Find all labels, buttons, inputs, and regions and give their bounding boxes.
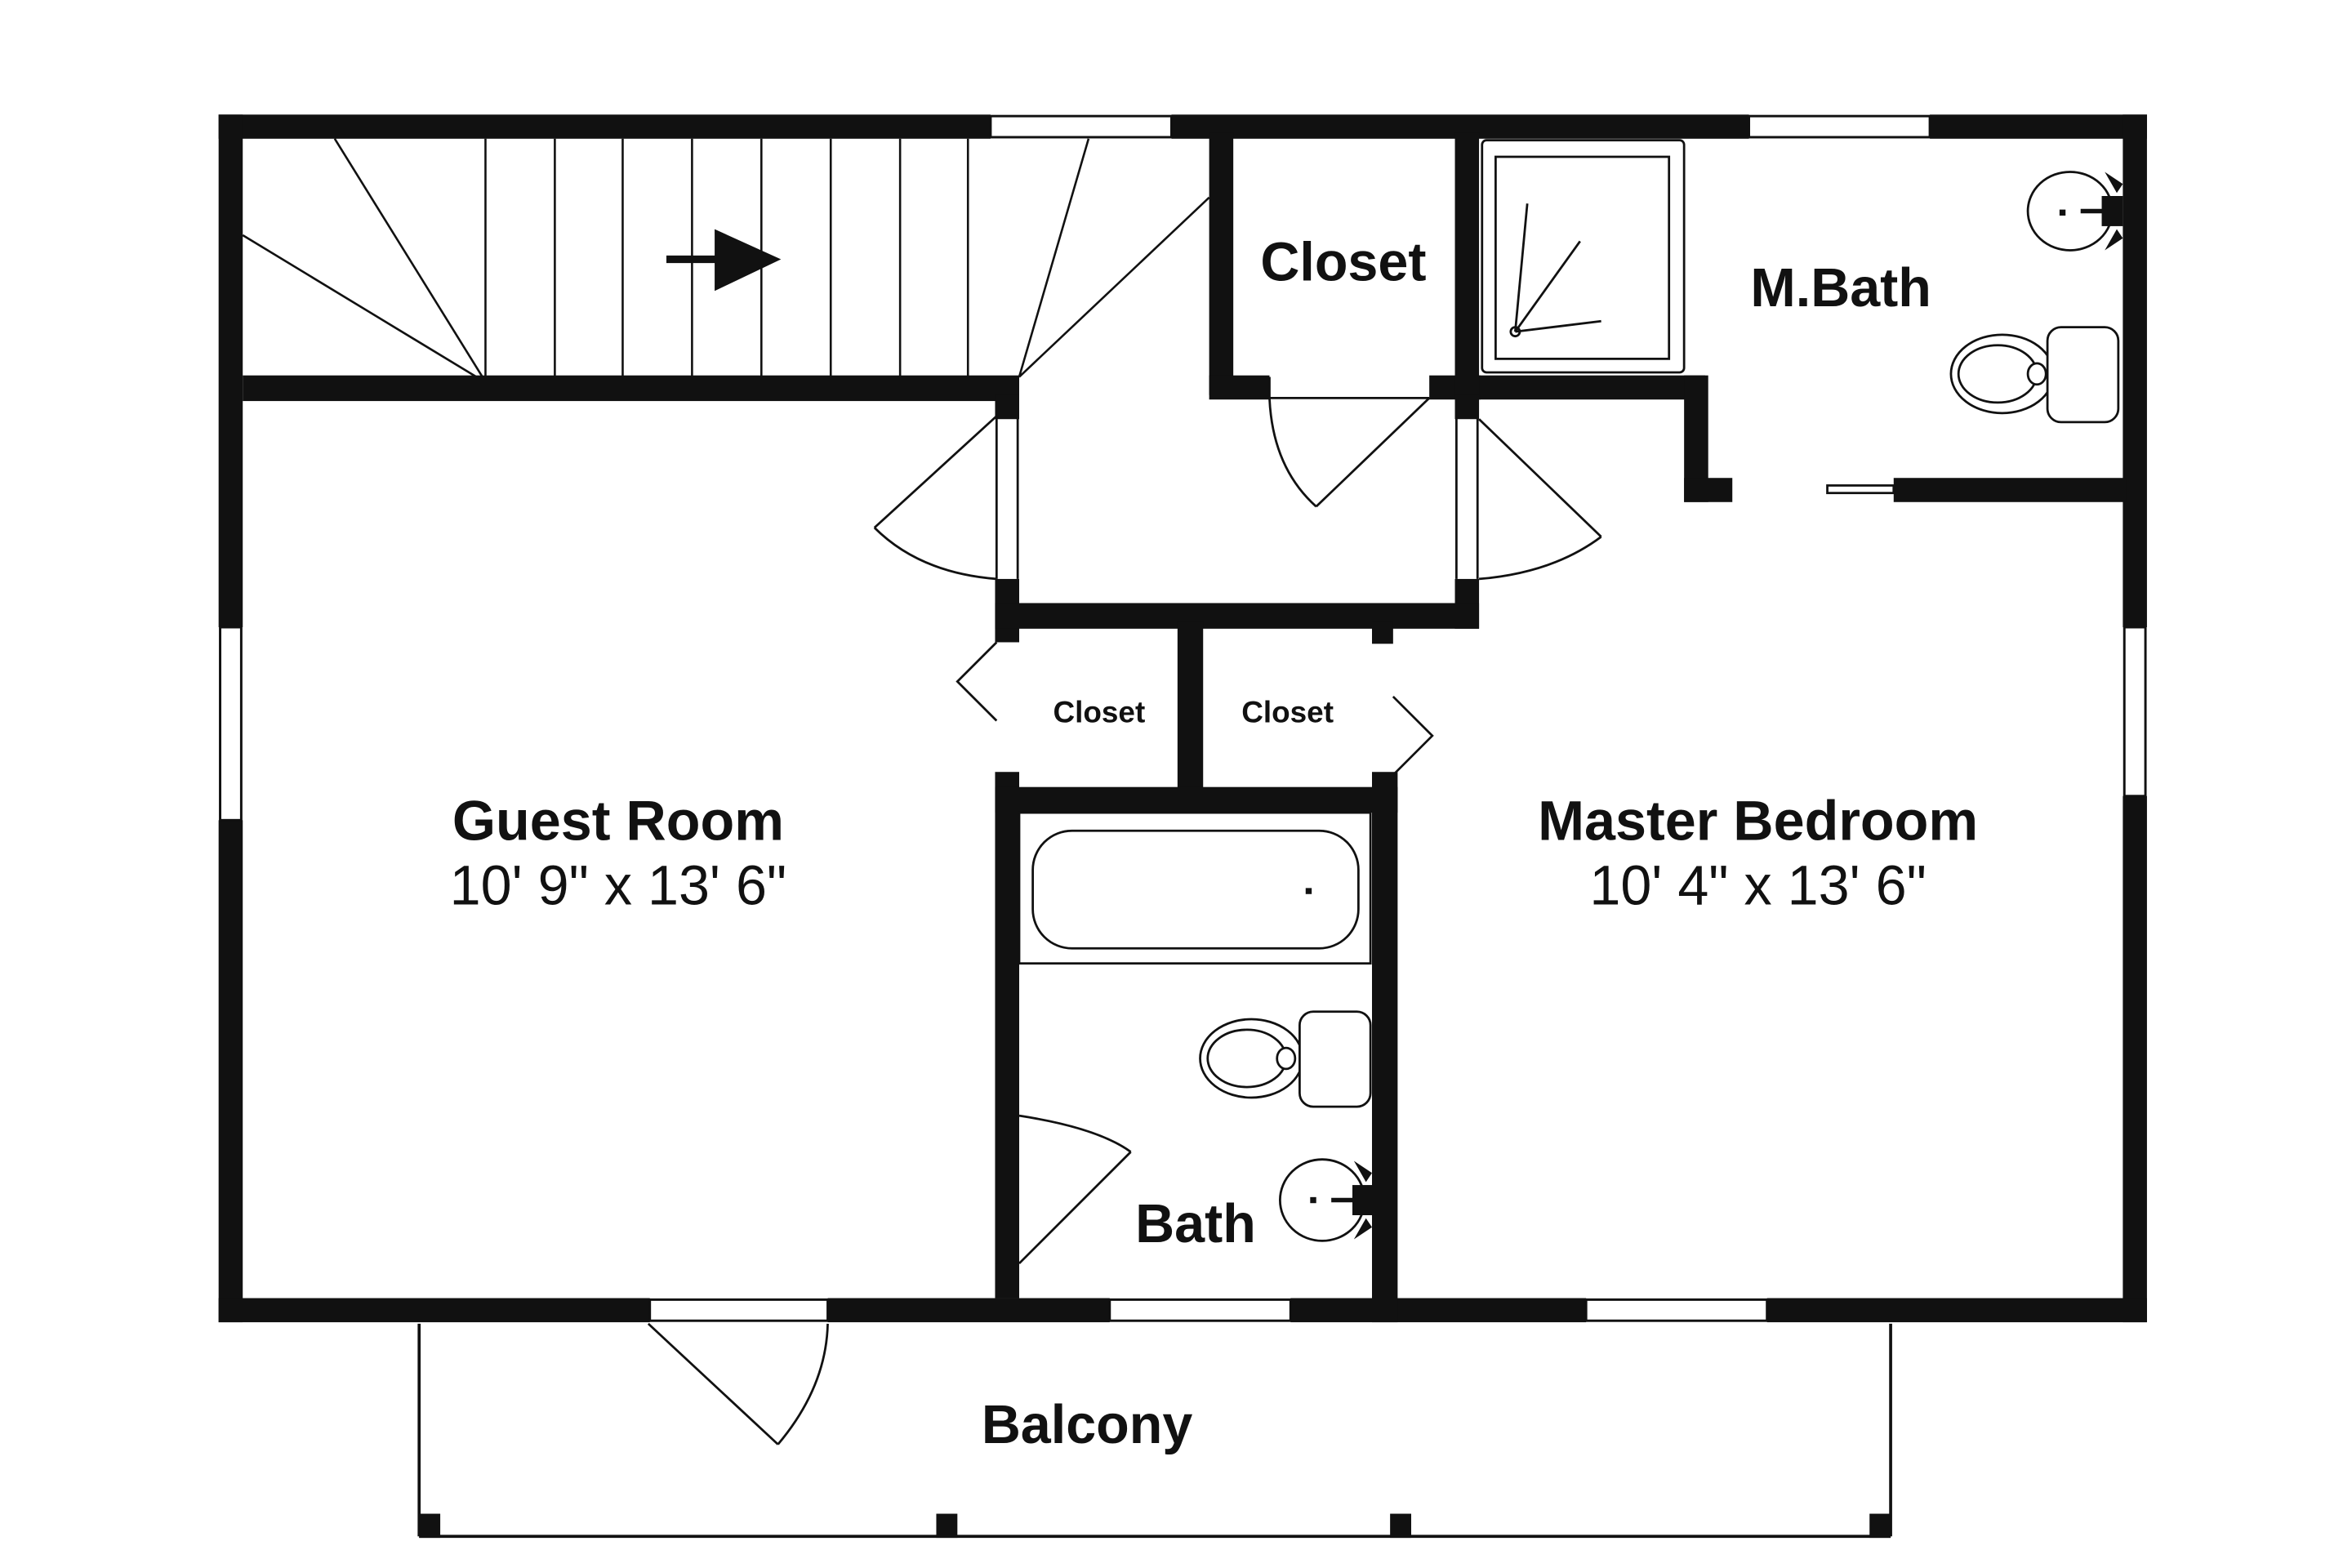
toilet-icon	[1949, 326, 2120, 424]
room-label-hall-closet-left: Closet	[1053, 695, 1145, 728]
room-size-guest-room: 10' 9" x 13' 6"	[450, 855, 787, 917]
bathtub-icon	[1018, 811, 1372, 965]
door-swing-icon	[647, 376, 1895, 1446]
shower-icon	[1481, 139, 1686, 374]
room-label-master-bath: M.Bath	[1750, 258, 1931, 318]
balcony	[417, 1323, 1892, 1539]
room-label-balcony: Balcony	[982, 1395, 1193, 1455]
room-label-hall-closet-right: Closet	[1241, 695, 1334, 728]
room-size-master-bedroom: 10' 4" x 13' 6"	[1589, 855, 1927, 917]
sink-icon	[2026, 171, 2123, 252]
stairs	[242, 138, 1210, 378]
walls	[218, 114, 2147, 1323]
room-label-guest-room: Guest Room	[452, 790, 784, 852]
stair-arrow-icon	[666, 229, 782, 292]
toilet-icon	[1199, 1010, 1372, 1108]
room-label-upper-closet: Closet	[1260, 232, 1426, 292]
sink-icon	[1279, 1158, 1372, 1242]
room-label-master-bedroom: Master Bedroom	[1538, 790, 1978, 852]
room-label-bath: Bath	[1135, 1194, 1256, 1254]
window-icon	[219, 114, 2147, 1322]
